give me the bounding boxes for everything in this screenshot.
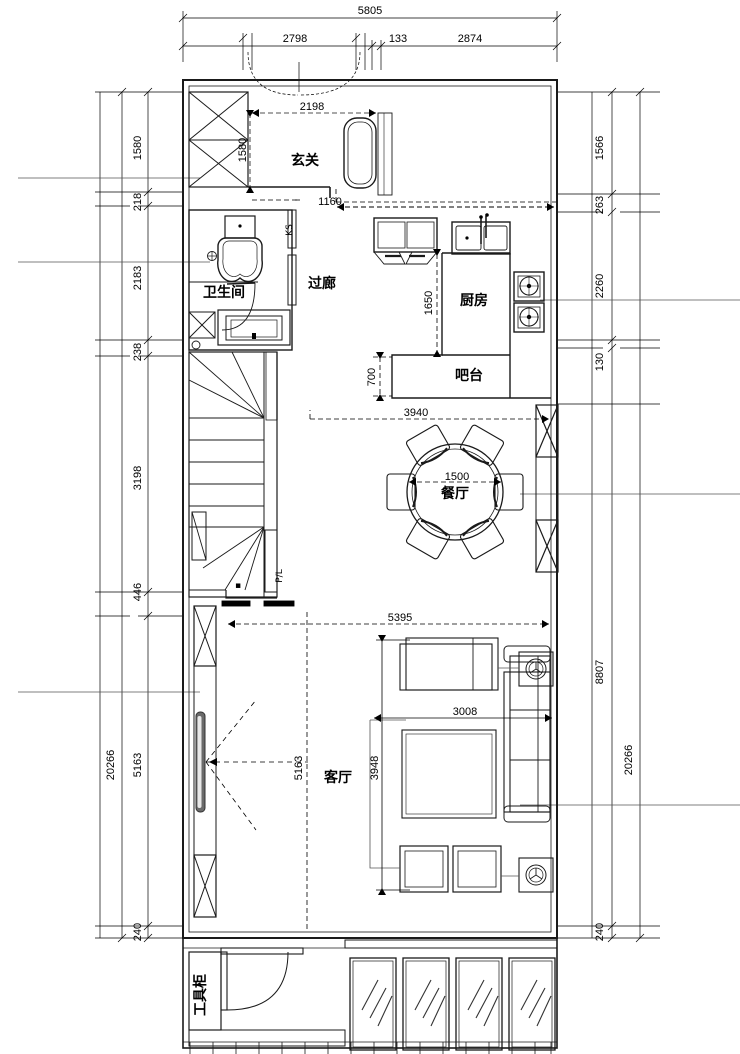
dim-left-446: 446 (132, 583, 144, 601)
corridor (252, 186, 556, 211)
bath-door-tag: KS (285, 224, 295, 236)
dim-dining-span: 3940 (404, 407, 428, 419)
dim-right-240: 240 (594, 923, 606, 941)
dim-bar-depth: 700 (366, 368, 378, 386)
staircase (188, 351, 295, 607)
bathroom (188, 209, 297, 351)
dim-left-240: 240 (132, 923, 144, 941)
dim-top-overall: 5805 (358, 5, 382, 17)
dim-left-5163: 5163 (132, 753, 144, 777)
stair-tag-1: ▪ (235, 581, 241, 591)
dim-left-3198: 3198 (132, 466, 144, 490)
dim-right-2260: 2260 (594, 274, 606, 298)
dim-right-263: 263 (594, 196, 606, 214)
room-label-toolcabinet: 工具柜 (192, 974, 209, 1016)
bathroom-zone[interactable] (189, 210, 292, 350)
right-dimension-chain (557, 87, 660, 943)
dim-sofa-span: 3008 (453, 706, 477, 718)
entry-zone[interactable] (248, 92, 378, 187)
living-zone[interactable] (216, 666, 536, 856)
dim-top-seg-2: 133 (389, 33, 407, 45)
dim-entry-depth: 1580 (237, 138, 249, 162)
dim-dining-table: 1500 (445, 471, 469, 483)
bar-zone[interactable] (392, 355, 551, 398)
dim-left-238: 238 (132, 343, 144, 361)
kitchen-zone[interactable] (442, 253, 510, 355)
dim-right-130: 130 (594, 353, 606, 371)
room-label-entry: 玄关 (291, 152, 319, 169)
kitchen (373, 213, 551, 401)
dim-living-depth: 5163 (293, 756, 305, 780)
dim-right-1566: 1566 (594, 136, 606, 160)
dining-area (309, 410, 549, 560)
bottom-exterior (183, 939, 558, 1054)
room-label-living: 客厅 (323, 769, 352, 786)
corridor-zone[interactable] (296, 210, 372, 390)
interaction-layer (189, 92, 551, 1030)
dim-left-1580: 1580 (132, 136, 144, 160)
dim-entry-width: 2198 (300, 101, 324, 113)
dim-right-overall: 20266 (623, 745, 635, 776)
room-label-corridor: 过廊 (308, 275, 336, 292)
living-room (193, 605, 554, 930)
dim-right-8807: 8807 (594, 660, 606, 684)
room-label-bar: 吧台 (455, 367, 483, 384)
dim-seating-depth: 3948 (369, 756, 381, 780)
dim-corridor-width: 1160 (318, 196, 342, 208)
toolcabinet-zone[interactable] (189, 952, 221, 1030)
dim-left-2183: 2183 (132, 266, 144, 290)
room-label-dining: 餐厅 (440, 485, 469, 502)
right-columns (535, 404, 559, 573)
dim-living-width: 5395 (388, 612, 412, 624)
top-dimension-chain (178, 11, 562, 96)
room-label-bathroom: 卫生间 (203, 284, 245, 301)
room-label-kitchen: 厨房 (460, 292, 488, 309)
dim-top-seg-1: 2798 (283, 33, 307, 45)
dim-top-seg-3: 2874 (458, 33, 482, 45)
dining-zone[interactable] (407, 444, 503, 540)
stair-tag-2: P/L (275, 569, 285, 582)
left-dimension-chain (95, 87, 183, 943)
entry-area (188, 91, 393, 198)
dim-left-overall: 20266 (105, 750, 117, 781)
dim-left-218: 218 (132, 193, 144, 211)
dim-kitchen-depth: 1650 (423, 291, 435, 315)
staircase-zone[interactable] (189, 352, 277, 597)
